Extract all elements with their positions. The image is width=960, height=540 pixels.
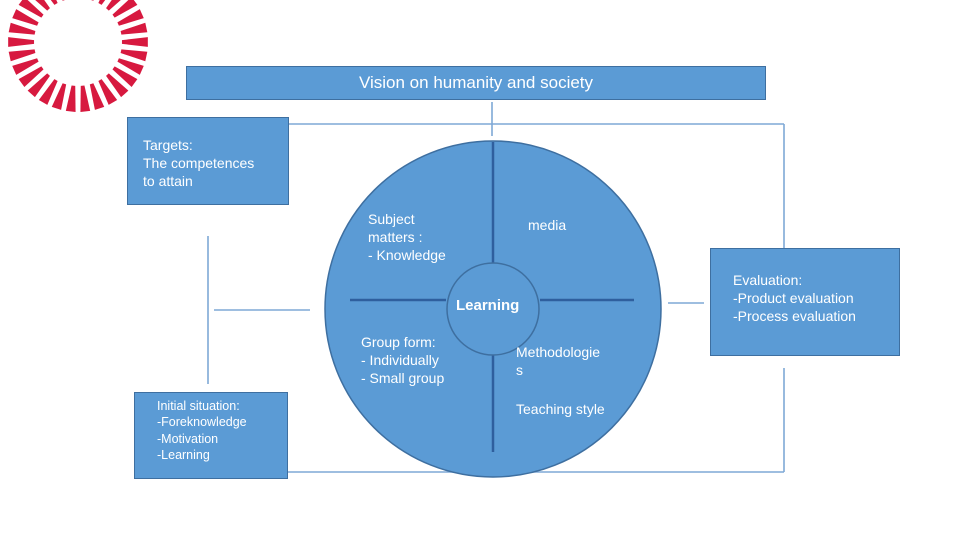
logo-ray: [8, 49, 36, 62]
evaluation-text: Evaluation: -Product evaluation -Process…: [733, 272, 856, 325]
logo-ray: [12, 58, 39, 75]
methodologies-label: Methodologie s: [516, 344, 601, 379]
subject-matters-label: Subject matters : - Knowledge: [368, 211, 446, 264]
learning-label: Learning: [456, 297, 520, 314]
logo-ray: [65, 85, 76, 112]
logo-ray: [89, 83, 105, 110]
logo-ray: [117, 9, 144, 26]
logo-ray: [98, 79, 118, 105]
logo-ray: [18, 66, 44, 88]
logo-ray: [8, 22, 36, 35]
logo-ray: [38, 79, 58, 105]
media-label: media: [528, 217, 567, 233]
targets-box: Targets: The competences to attain: [127, 117, 289, 205]
logo-ray: [106, 0, 121, 11]
sunburst-logo: [8, 0, 148, 112]
initial-situation-text: Initial situation: -Foreknowledge -Motiv…: [157, 399, 247, 462]
evaluation-box: Evaluation: -Product evaluation -Process…: [710, 248, 900, 356]
logo-ray: [80, 85, 91, 112]
logo-ray: [112, 66, 138, 88]
logo-ray: [27, 73, 50, 98]
initial-situation-box: Initial situation: -Foreknowledge -Motiv…: [134, 392, 288, 479]
logo-ray: [51, 83, 67, 110]
logo-ray: [120, 22, 148, 35]
logo-ray: [50, 0, 58, 5]
logo-ray: [62, 0, 66, 1]
logo-ray: [117, 58, 144, 75]
logo-ray: [8, 37, 35, 47]
logo-ray: [35, 0, 50, 11]
logo-ray: [106, 73, 129, 98]
group-form-label: Group form: - Individually - Small group: [361, 334, 445, 387]
logo-ray: [12, 9, 39, 26]
circle-dividers: [350, 142, 634, 452]
logo-ray: [121, 37, 148, 47]
logo-ray: [18, 0, 44, 18]
teaching-style-label: Teaching style: [516, 401, 605, 417]
targets-text: Targets: The competences to attain: [143, 137, 255, 190]
learning-center-circle: [446, 262, 540, 356]
logo-ray: [90, 0, 94, 1]
title-box: Vision on humanity and society: [186, 66, 766, 100]
logo-ray: [120, 49, 148, 62]
logo-ray: [112, 0, 138, 18]
logo-ray: [98, 0, 106, 5]
title-text: Vision on humanity and society: [358, 73, 594, 92]
